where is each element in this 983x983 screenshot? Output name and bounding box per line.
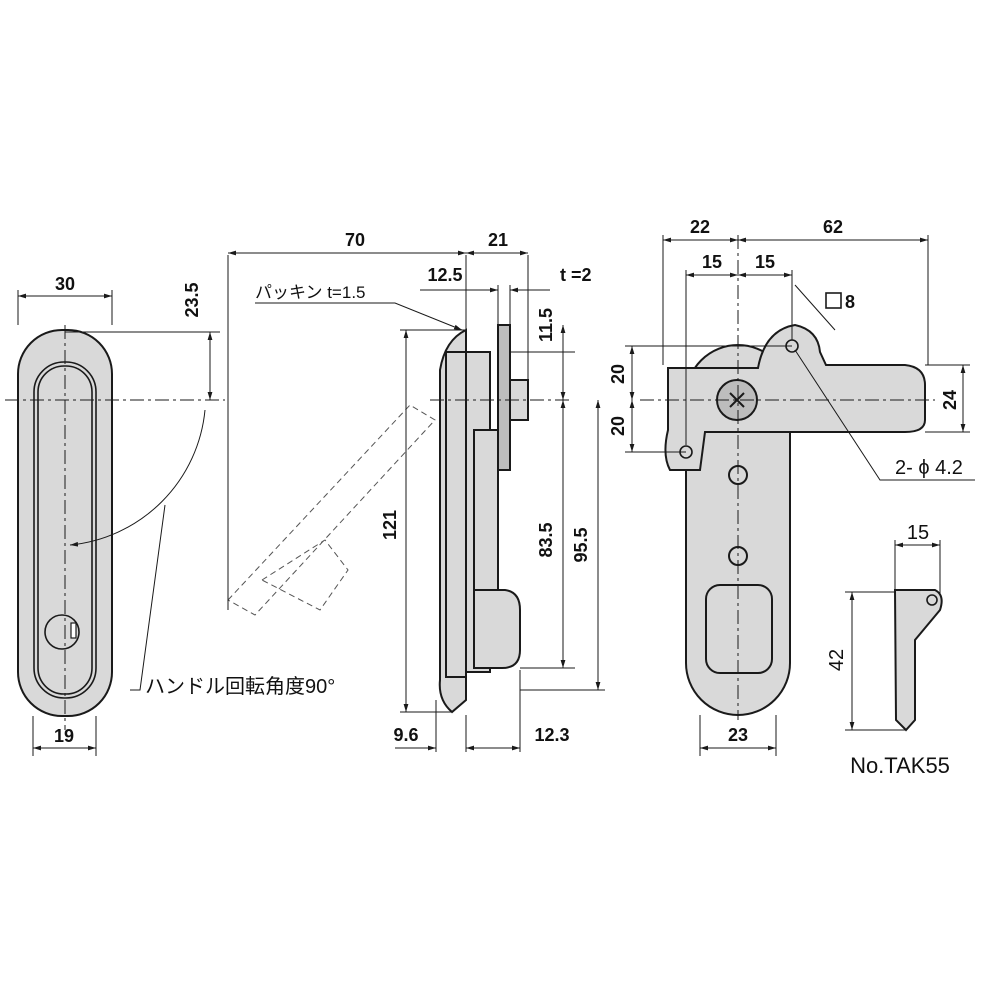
side-bottom-right-label: 12.3: [534, 725, 569, 745]
side-bottom-left-label: 9.6: [393, 725, 418, 745]
front-view: 30 23.5 ハンドル回転角度90° 19: [5, 274, 335, 756]
side-view: 70 21 12.5 t =2 パッキン t=1.5 11.5 121 83.5…: [227, 230, 605, 752]
side-latch-body: [473, 429, 499, 591]
key-shape: [893, 589, 943, 732]
side-d1-label: 83.5: [536, 522, 556, 557]
holes-label: 2- ϕ 4.2: [895, 457, 963, 479]
rear-right-width-label: 62: [823, 217, 843, 237]
key-cylinder-icon: [44, 614, 80, 650]
key-width-label: 15: [907, 522, 929, 544]
rotation-leader: [130, 504, 166, 691]
side-depth-label: 21: [488, 230, 508, 250]
side-offset-label: 11.5: [536, 308, 556, 342]
gasket-label: パッキン t=1.5: [255, 283, 366, 302]
side-lower-block: [473, 589, 521, 669]
rear-left-hole-label: 15: [702, 252, 722, 272]
key-ring-hole-icon: [926, 594, 938, 606]
key-model-label: No.TAK55: [850, 753, 950, 778]
rear-lower-v-label: 20: [608, 416, 628, 436]
key-length-label: 42: [826, 649, 848, 671]
front-offset-label: 23.5: [182, 282, 202, 317]
square-label: 8: [845, 292, 855, 312]
key-view: 15 42 No.TAK55: [826, 522, 950, 778]
gasket-leader: [255, 302, 463, 331]
front-width-label: 30: [55, 274, 75, 294]
rear-view: 22 62 15 15 8 20 20 24 2- ϕ 4.2 23: [608, 217, 975, 756]
rear-left-width-label: 22: [690, 217, 710, 237]
side-height-label: 121: [380, 510, 400, 540]
phantom-handle: [227, 404, 436, 616]
rear-lower-pocket: [705, 584, 773, 674]
rear-upper-v-label: 20: [608, 364, 628, 384]
side-overall-label: 70: [345, 230, 365, 250]
screw-cross-icon: [729, 392, 745, 408]
rear-bottom-label: 23: [728, 725, 748, 745]
square-icon: [825, 292, 842, 309]
rotation-note: ハンドル回転角度90°: [145, 675, 335, 698]
rear-right-hole-label: 15: [755, 252, 775, 272]
rear-cam-arm: [664, 323, 926, 471]
side-d2-label: 95.5: [571, 527, 591, 562]
keyhole-icon: [70, 622, 77, 639]
front-bottom-label: 19: [54, 726, 74, 746]
side-bezel: [445, 351, 467, 678]
side-flange-label: 12.5: [427, 265, 462, 285]
holes-leader: [794, 349, 975, 481]
square-leader: [794, 284, 836, 331]
side-plate-label: t =2: [560, 265, 592, 285]
phantom-handle-tail: [260, 539, 349, 611]
rotation-arc: [69, 409, 206, 547]
rear-arm-height-label: 24: [940, 390, 960, 410]
side-plate: [497, 324, 511, 471]
